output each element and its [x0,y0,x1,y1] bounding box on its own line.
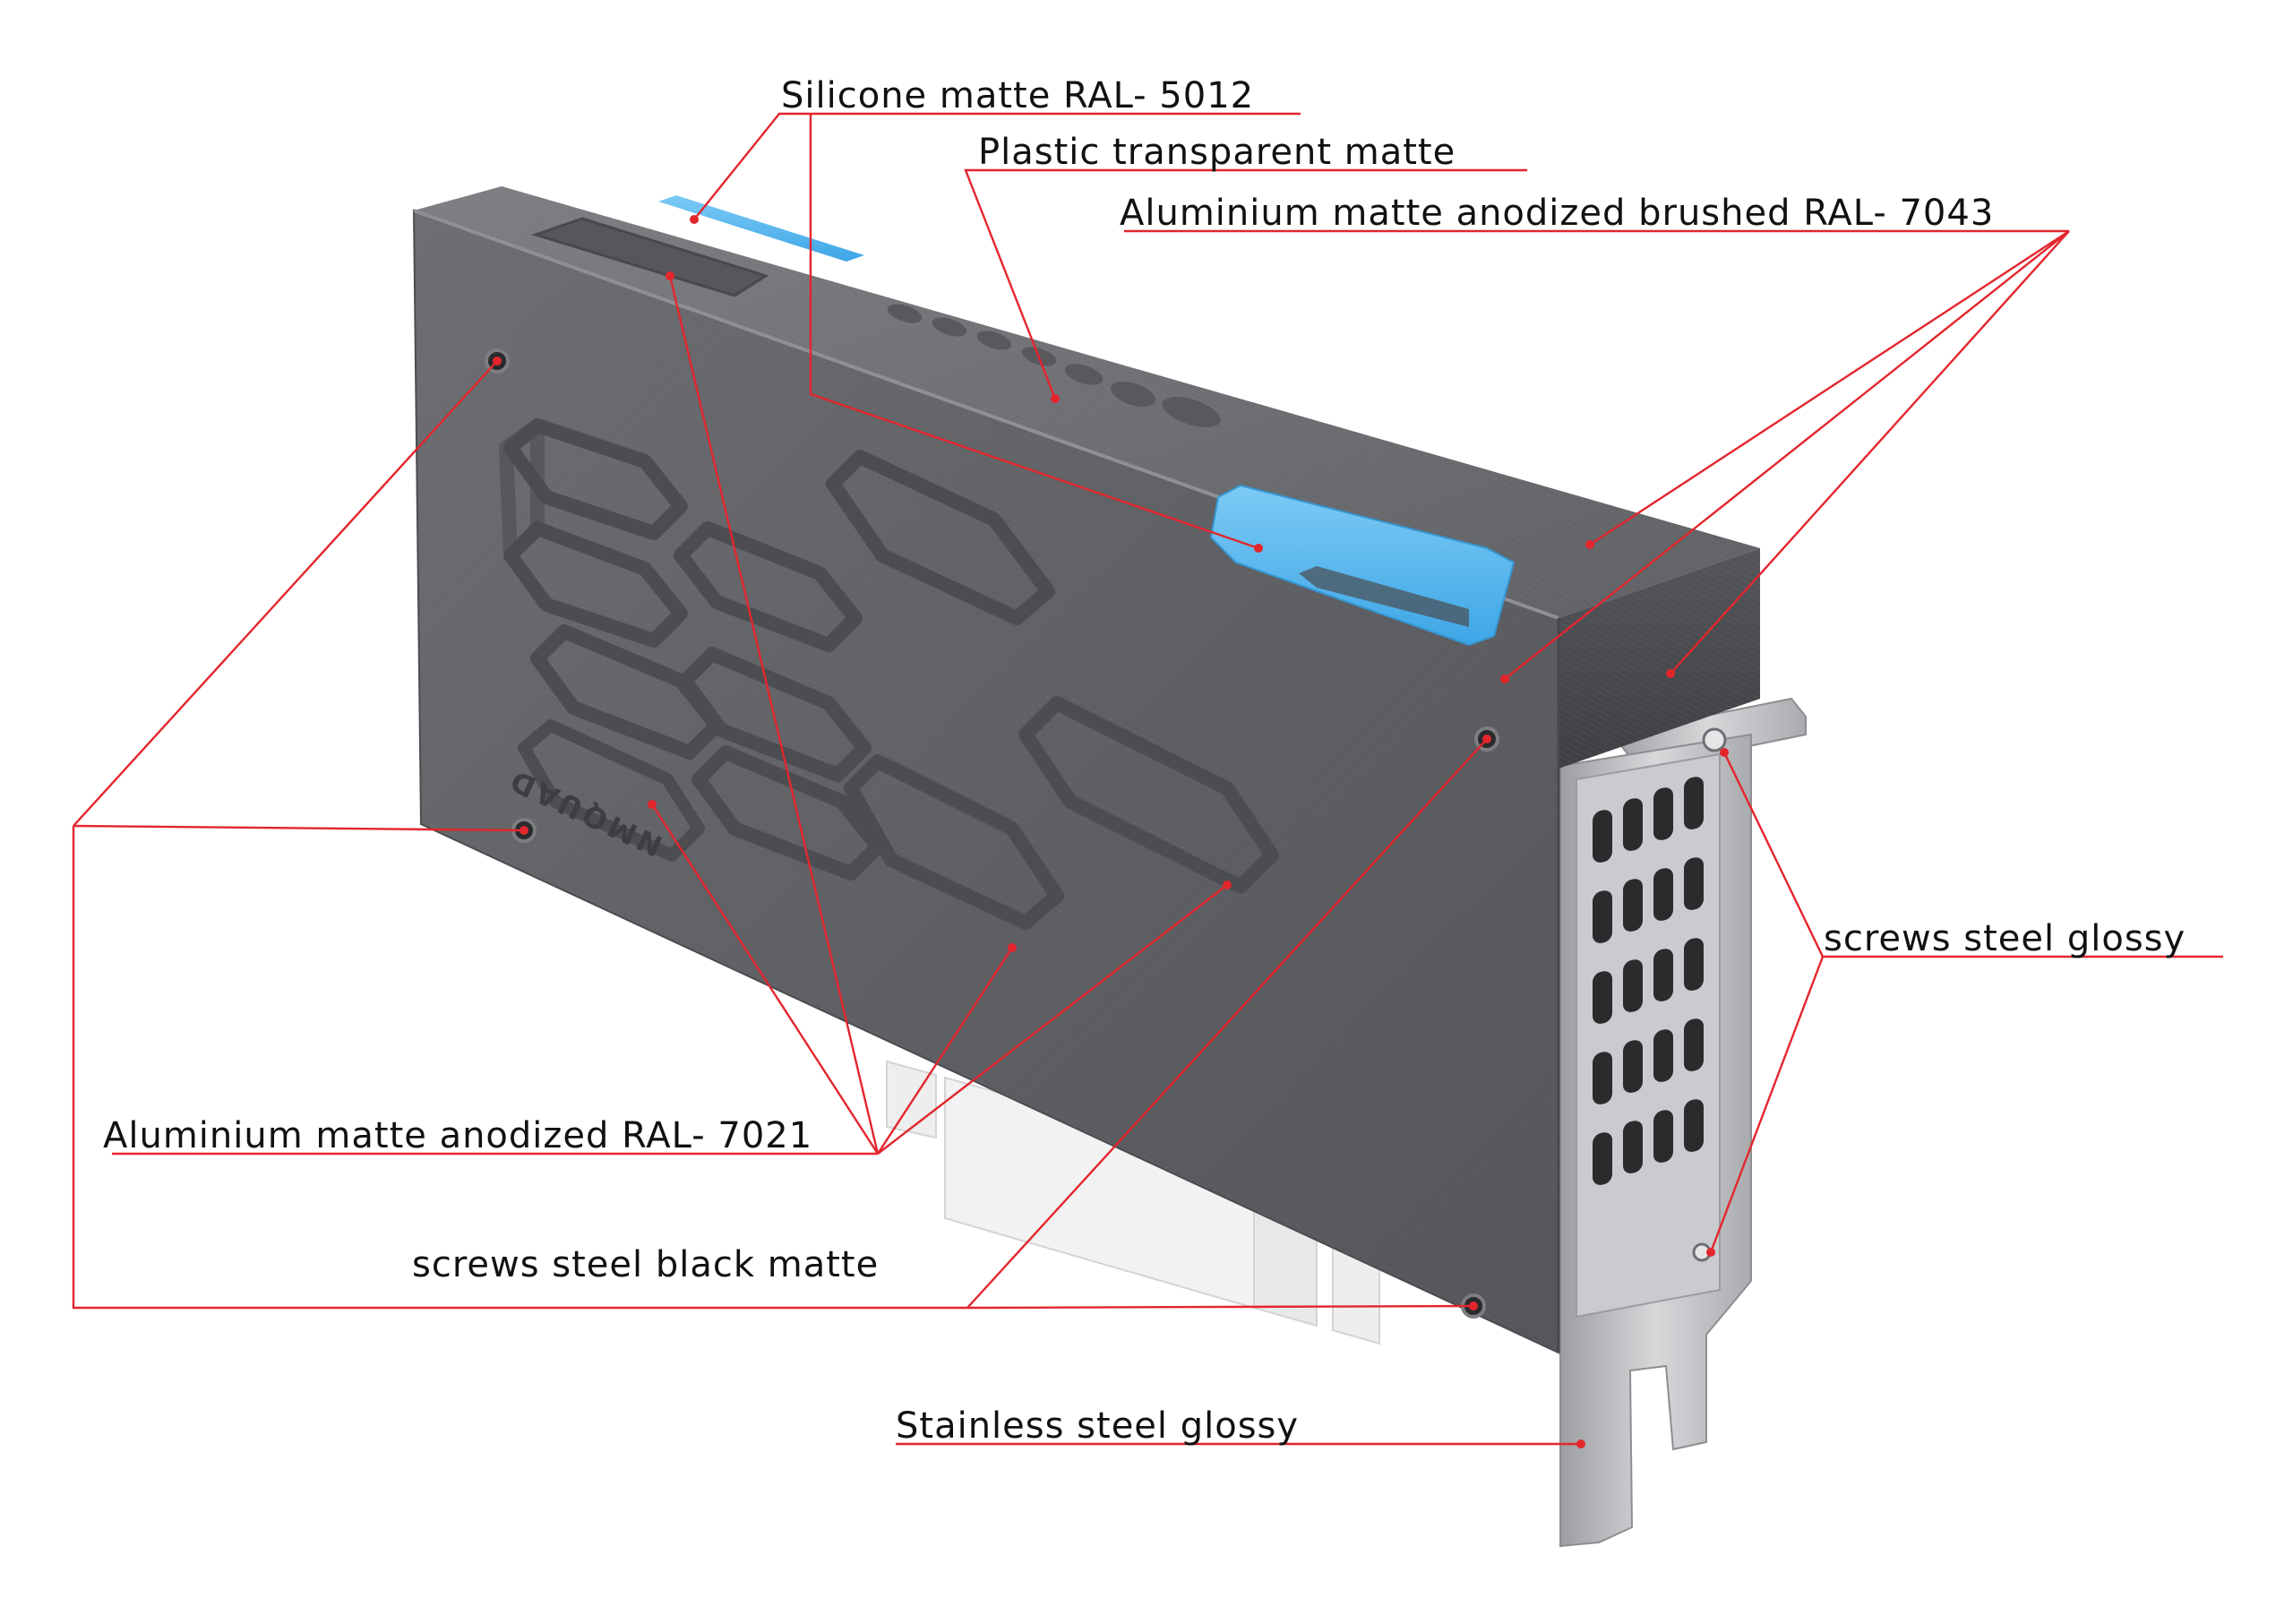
cooler-shroud: NMQUAD [412,186,1760,1354]
callout-aluminium-brushed: Aluminium matte anodized brushed RAL- 70… [1120,193,1994,234]
leader-lines [72,112,2223,1448]
pcie-bracket [1559,697,1807,1548]
bracket-vent-slots [1593,777,1704,1185]
callout-plastic: Plastic transparent matte [978,132,1456,173]
silicone-grip [1209,484,1516,647]
callout-labels: Silicone matte RAL- 5012 Plastic transpa… [103,75,2186,1447]
bracket-screw-top-icon [1702,727,1727,752]
callout-screws-black: screws steel black matte [412,1244,879,1285]
top-logo-mark [887,304,1221,427]
callout-silicone: Silicone matte RAL- 5012 [781,75,1254,116]
callout-stainless: Stainless steel glossy [896,1405,1299,1447]
hexagon-relief-pattern [499,418,1279,930]
callout-screws-glossy: screws steel glossy [1824,918,2186,959]
silicone-strip-rear [658,195,864,262]
callout-aluminium-anodized: Aluminium matte anodized RAL- 7021 [103,1115,812,1156]
